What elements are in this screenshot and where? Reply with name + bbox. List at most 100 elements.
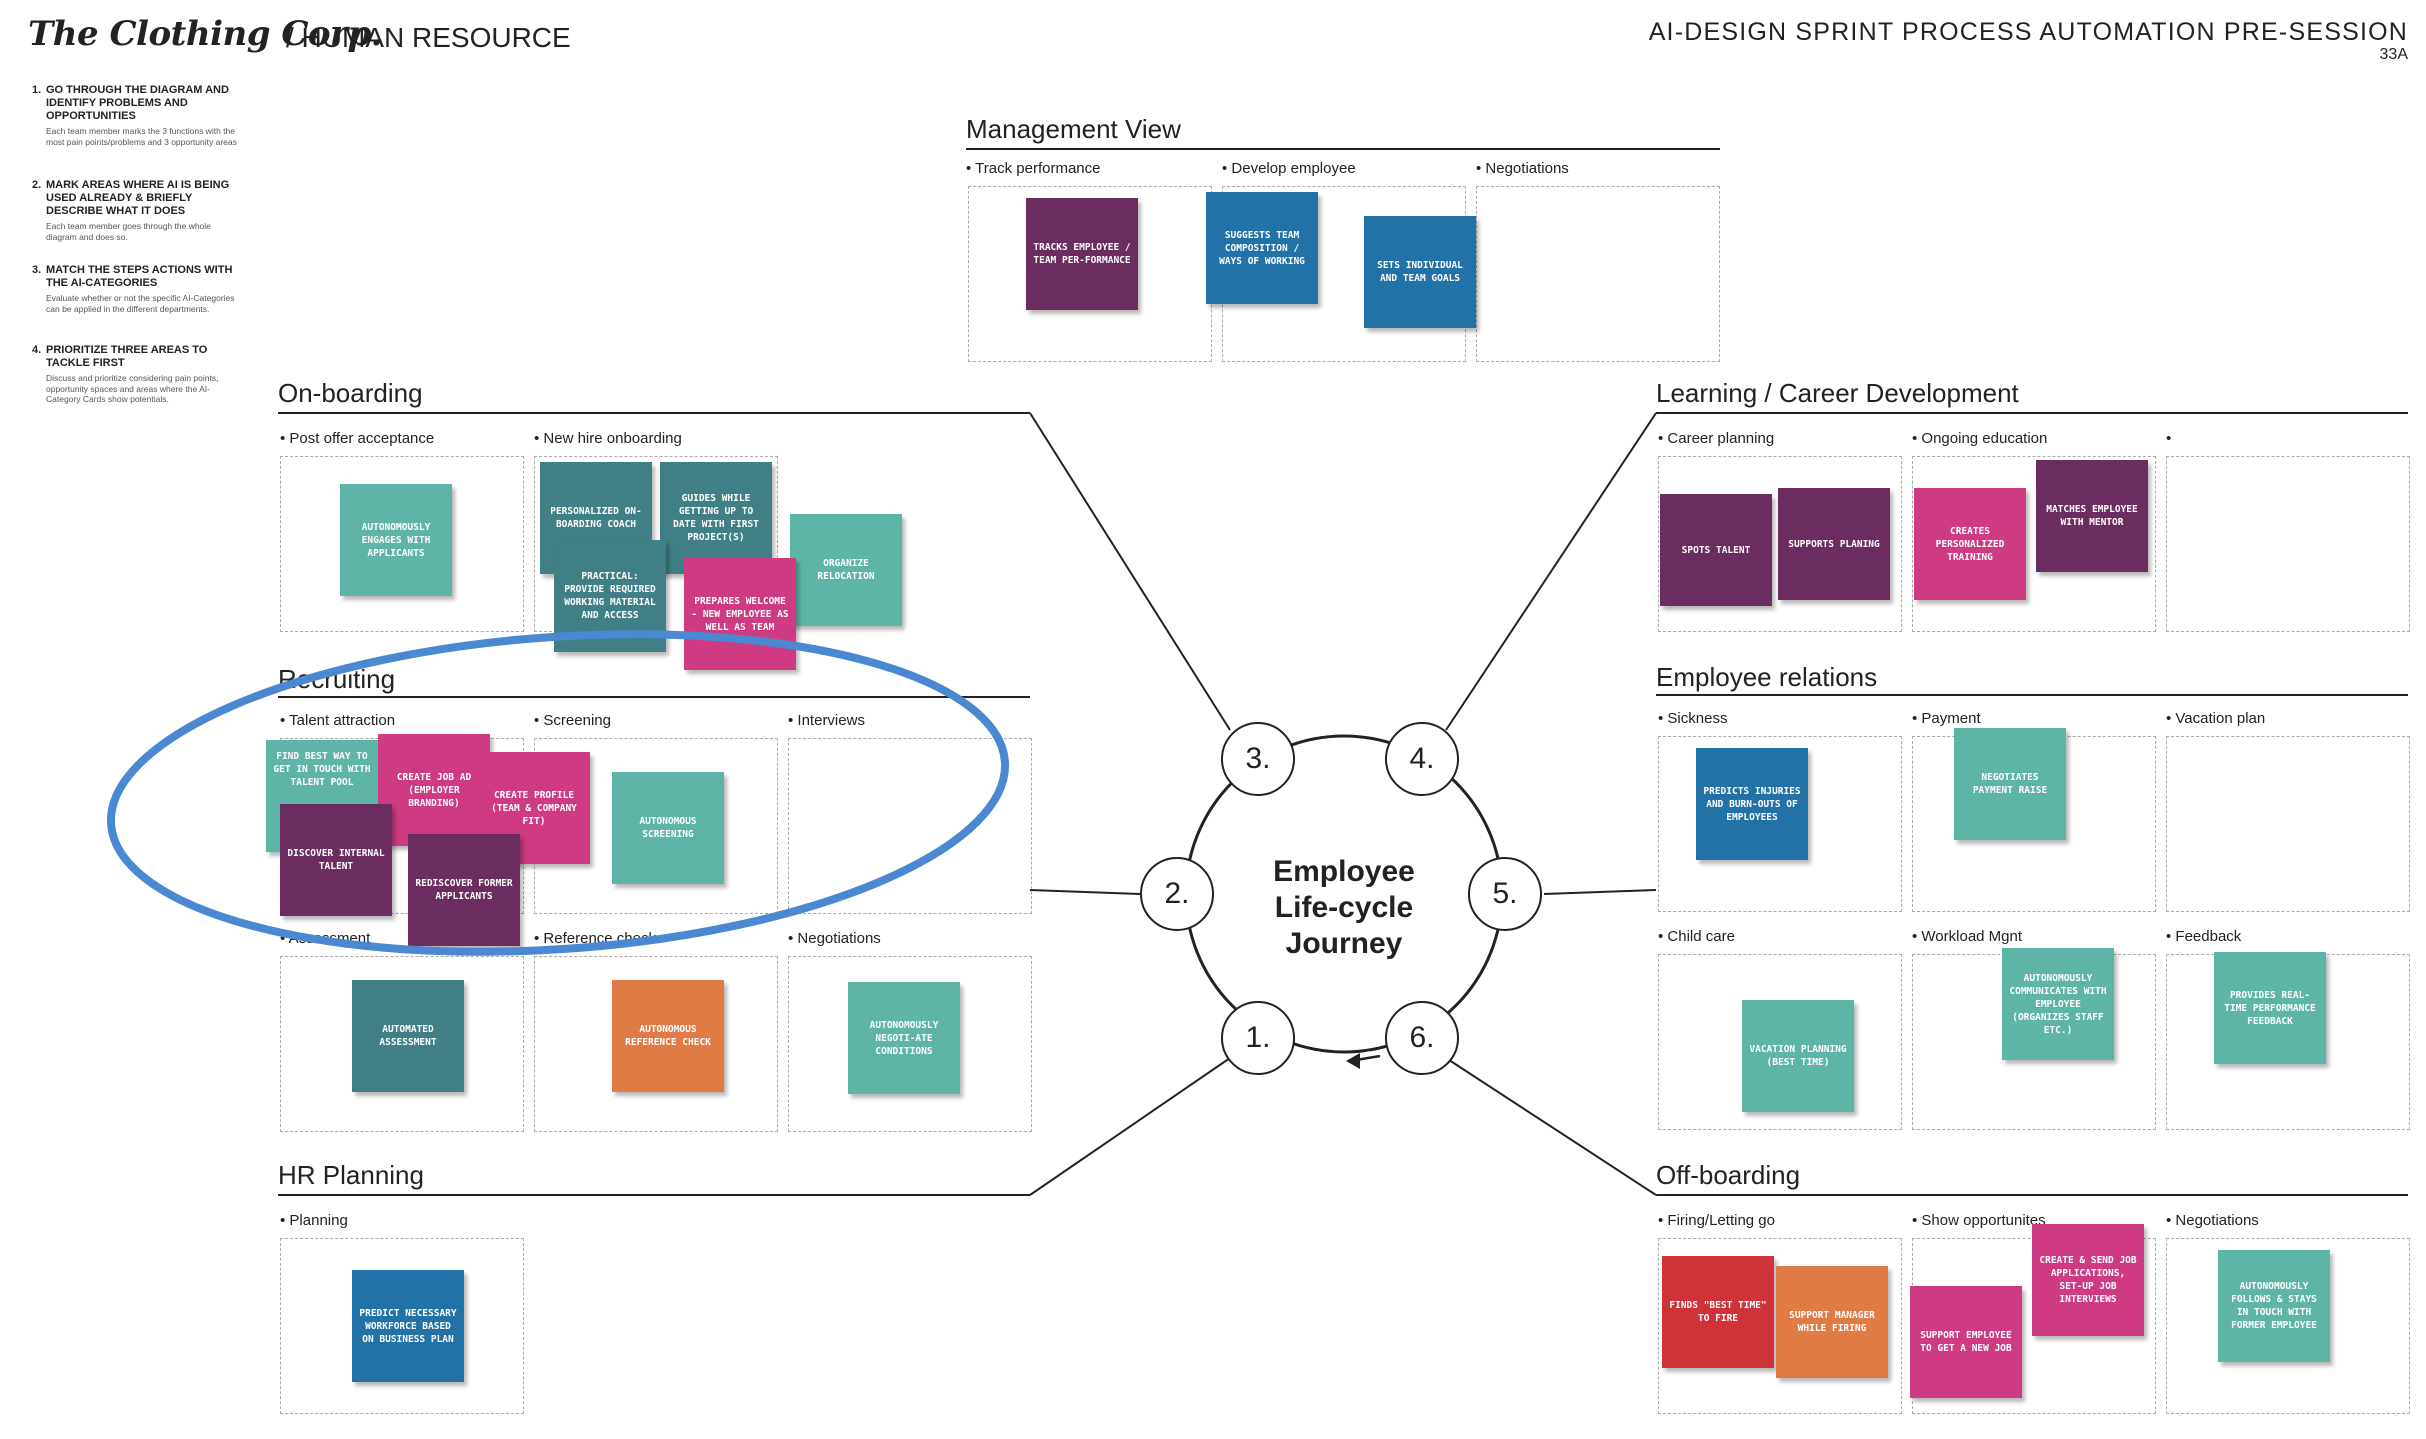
- category-box: [1658, 954, 1902, 1130]
- category-label: • Interviews: [788, 712, 865, 729]
- sticky-note[interactable]: NEGOTIATES PAYMENT RAISE: [1954, 728, 2066, 840]
- sticky-note[interactable]: SUPPORT EMPLOYEE TO GET A NEW JOB: [1910, 1286, 2022, 1398]
- department-label: / HUMAN RESOURCE: [286, 22, 571, 53]
- journey-center-label: Employee Life-cycle Journey: [1234, 854, 1454, 962]
- step-6[interactable]: 6.: [1385, 1001, 1459, 1075]
- instruction-desc: Evaluate whether or not the specific AI-…: [46, 293, 235, 314]
- sticky-note[interactable]: SPOTS TALENT: [1660, 494, 1772, 606]
- category-label: • Workload Mgnt: [1912, 928, 2023, 945]
- instruction-4: 4. PRIORITIZE THREE AREAS TO TACKLE FIRST…: [32, 344, 242, 405]
- instruction-number: 1.: [32, 84, 42, 96]
- category-label: • Track performance: [966, 160, 1101, 177]
- section-title-learning: Learning / Career Development: [1656, 378, 2019, 408]
- instruction-title: MATCH THE STEPS ACTIONS WITH THE AI-CATE…: [46, 264, 233, 289]
- section-title-onboarding: On-boarding: [278, 378, 423, 408]
- section-title-offboarding: Off-boarding: [1656, 1160, 1801, 1190]
- instruction-3: 3. MATCH THE STEPS ACTIONS WITH THE AI-CA…: [32, 264, 242, 314]
- step-4[interactable]: 4.: [1385, 722, 1459, 796]
- divider: [966, 148, 1720, 150]
- category-label: • Post offer acceptance: [280, 430, 435, 447]
- sticky-note[interactable]: AUTONOMOUS REFERENCE CHECK: [612, 980, 724, 1092]
- sticky-note[interactable]: SUPPORT MANAGER WHILE FIRING: [1776, 1266, 1888, 1378]
- instruction-number: 4.: [32, 344, 42, 356]
- sticky-note[interactable]: SUPPORTS PLANING: [1778, 488, 1890, 600]
- category-label: • Talent attraction: [280, 712, 396, 729]
- category-label: • Vacation plan: [2166, 710, 2266, 727]
- category-label: • Child care: [1658, 928, 1735, 945]
- sticky-note[interactable]: MATCHES EMPLOYEE WITH MENTOR: [2036, 460, 2148, 572]
- category-box: [1658, 456, 1902, 632]
- sticky-note[interactable]: VACATION PLANNING (BEST TIME): [1742, 1000, 1854, 1112]
- sticky-note[interactable]: GUIDES WHILE GETTING UP TO DATE WITH FIR…: [660, 462, 772, 574]
- category-box: [2166, 1238, 2410, 1414]
- instruction-number: 2.: [32, 179, 42, 191]
- instruction-number: 3.: [32, 264, 42, 276]
- instruction-desc: Each team member goes through the whole …: [46, 221, 211, 242]
- sticky-note[interactable]: TRACKS EMPLOYEE / TEAM PER-FORMANCE: [1026, 198, 1138, 310]
- step-5[interactable]: 5.: [1468, 857, 1542, 931]
- divider: [278, 1194, 1030, 1196]
- category-box: [1912, 456, 2156, 632]
- category-label: • Negotiations: [2166, 1212, 2259, 1229]
- category-box: [534, 956, 778, 1132]
- sticky-note[interactable]: SUGGESTS TEAM COMPOSITION / WAYS OF WORK…: [1206, 192, 1318, 304]
- divider: [1656, 1194, 2408, 1196]
- category-label: • Develop employee: [1222, 160, 1356, 177]
- category-label: • Negotiations: [1476, 160, 1569, 177]
- instruction-desc: Each team member marks the 3 functions w…: [46, 126, 237, 147]
- sticky-note[interactable]: PREDICT NECESSARY WORKFORCE BASED ON BUS…: [352, 1270, 464, 1382]
- journey-label-line: Journey: [1285, 927, 1403, 960]
- page-number: 33A: [2379, 46, 2408, 63]
- category-box: [2166, 456, 2410, 632]
- category-label: • New hire onboarding: [534, 430, 682, 447]
- sticky-note[interactable]: CREATE JOB AD (EMPLOYER BRANDING): [378, 734, 490, 846]
- step-1[interactable]: 1.: [1221, 1001, 1295, 1075]
- category-label: • Assessment: [280, 930, 371, 947]
- instruction-title: PRIORITIZE THREE AREAS TO TACKLE FIRST: [46, 344, 208, 369]
- category-box: [1658, 1238, 1902, 1414]
- section-title-management: Management View: [966, 114, 1181, 144]
- category-label: • Firing/Letting go: [1658, 1212, 1775, 1229]
- step-2[interactable]: 2.: [1140, 857, 1214, 931]
- company-logo: The Clothing Corp.: [28, 14, 383, 54]
- sticky-note[interactable]: SETS INDIVIDUAL AND TEAM GOALS: [1364, 216, 1476, 328]
- sticky-note[interactable]: PREDICTS INJURIES AND BURN-OUTS OF EMPLO…: [1696, 748, 1808, 860]
- sticky-note[interactable]: ORGANIZE RELOCATION: [790, 514, 902, 626]
- instruction-2: 2.MARK AREAS WHERE AI IS BEING USED ALRE…: [32, 179, 242, 242]
- category-box: [2166, 736, 2410, 912]
- category-label: • Payment: [1912, 710, 1981, 727]
- sticky-note[interactable]: AUTONOMOUSLY ENGAGES WITH APPLICANTS: [340, 484, 452, 596]
- category-label: • Reference check: [534, 930, 656, 947]
- category-label: • Sickness: [1658, 710, 1728, 727]
- category-label: • Career planning: [1658, 430, 1775, 447]
- section-title-hrplanning: HR Planning: [278, 1160, 424, 1190]
- sticky-note[interactable]: PREPARES WELCOME - NEW EMPLOYEE AS WELL …: [684, 558, 796, 670]
- sticky-note[interactable]: FINDS "BEST TIME" TO FIRE: [1662, 1256, 1774, 1368]
- project-title: AI-DESIGN SPRINT PROCESS AUTOMATION PRE-…: [1648, 18, 2408, 46]
- sticky-note[interactable]: REDISCOVER FORMER APPLICANTS: [408, 834, 520, 946]
- divider: [1656, 694, 2408, 696]
- category-label: • Feedback: [2166, 928, 2242, 945]
- step-3[interactable]: 3.: [1221, 722, 1295, 796]
- sticky-note[interactable]: PRACTICAL: PROVIDE REQUIRED WORKING MATE…: [554, 540, 666, 652]
- category-label: • Screening: [534, 712, 611, 729]
- journey-label-line: Life-cycle: [1274, 891, 1414, 924]
- sticky-note[interactable]: CREATES PERSONALIZED TRAINING: [1914, 488, 2026, 600]
- category-box: [280, 956, 524, 1132]
- category-label: •: [2166, 430, 2172, 447]
- sticky-note[interactable]: PROVIDES REAL-TIME PERFORMANCE FEEDBACK: [2214, 952, 2326, 1064]
- sticky-note[interactable]: AUTONOMOUSLY FOLLOWS & STAYS IN TOUCH WI…: [2218, 1250, 2330, 1362]
- section-title-relations: Employee relations: [1656, 662, 1878, 692]
- sticky-note[interactable]: AUTONOMOUSLY COMMUNICATES WITH EMPLOYEE …: [2002, 948, 2114, 1060]
- sticky-note[interactable]: AUTONOMOUSLY NEGOTI-ATE CONDITIONS: [848, 982, 960, 1094]
- divider: [278, 696, 1030, 698]
- sticky-note[interactable]: CREATE & SEND JOB APPLICATIONS, SET-UP J…: [2032, 1224, 2144, 1336]
- category-box: [1658, 736, 1902, 912]
- category-box: [788, 738, 1032, 914]
- category-label: • Ongoing education: [1912, 430, 2048, 447]
- sticky-note[interactable]: AUTOMATED ASSESSMENT: [352, 980, 464, 1092]
- sticky-note[interactable]: AUTONOMOUS SCREENING: [612, 772, 724, 884]
- section-title-recruiting: Recruiting: [278, 664, 396, 694]
- sticky-note[interactable]: DISCOVER INTERNAL TALENT: [280, 804, 392, 916]
- category-label: • Planning: [280, 1212, 348, 1229]
